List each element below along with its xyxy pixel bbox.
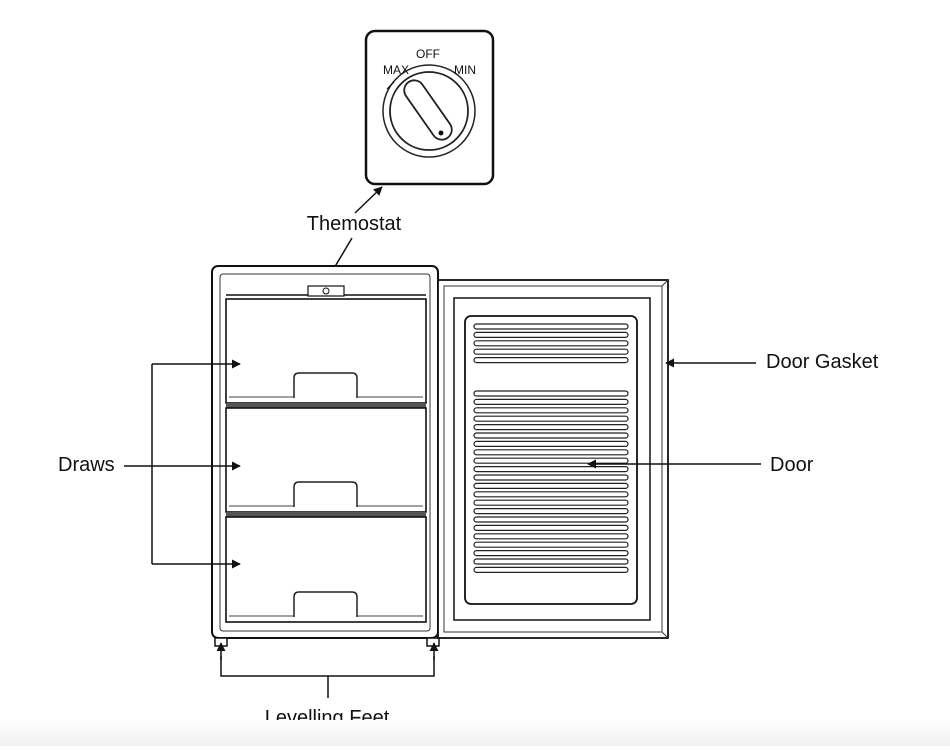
thermostat-knob bbox=[403, 79, 453, 141]
callout-thermostat: Themostat bbox=[307, 213, 402, 235]
drawer bbox=[225, 298, 427, 408]
vent-slat bbox=[473, 558, 629, 565]
vent-slat bbox=[473, 524, 629, 532]
dial-label-max: MAX bbox=[383, 63, 409, 77]
door-gasket-corners bbox=[661, 279, 669, 639]
drawer-shelf-rail bbox=[226, 403, 426, 408]
vent-slat bbox=[473, 331, 629, 338]
vent-slat bbox=[473, 424, 629, 431]
vent-slat bbox=[473, 533, 629, 540]
vent-slat bbox=[473, 491, 629, 498]
levelling-foot-right bbox=[426, 637, 440, 647]
drawer-shelf-rail bbox=[226, 512, 426, 517]
freezer-door bbox=[437, 279, 669, 639]
vent-slat bbox=[473, 449, 629, 456]
vent-slat bbox=[473, 407, 629, 414]
drawer-handle bbox=[293, 481, 358, 507]
vent-slat bbox=[473, 340, 629, 347]
drawer-handle bbox=[293, 591, 358, 617]
vent-slat bbox=[473, 440, 629, 447]
vent-slat bbox=[473, 357, 629, 364]
vent-slat bbox=[473, 482, 629, 489]
vent-slat bbox=[473, 415, 629, 422]
vent-slat bbox=[473, 499, 629, 506]
vent-slat bbox=[473, 508, 629, 515]
drawer bbox=[225, 516, 427, 623]
drawer bbox=[225, 407, 427, 517]
arrow-to-thermostat-panel bbox=[354, 186, 383, 214]
vent-slat bbox=[473, 390, 629, 397]
page-bottom-shade bbox=[0, 720, 950, 746]
thermostat-control-knob-icon bbox=[322, 287, 330, 295]
door-vent-slats bbox=[473, 323, 629, 574]
thermostat-knob-indicator bbox=[438, 130, 444, 136]
vent-slat bbox=[473, 466, 629, 473]
callout-door-gasket: Door Gasket bbox=[766, 351, 879, 373]
vent-slat bbox=[473, 474, 629, 481]
vent-slat bbox=[473, 541, 629, 548]
feet-bracket bbox=[220, 656, 435, 677]
door-gasket-outline bbox=[443, 285, 663, 633]
dial-label-min: MIN bbox=[454, 63, 476, 77]
callout-door: Door bbox=[770, 454, 814, 476]
vent-slat bbox=[473, 549, 629, 557]
vent-slat bbox=[473, 566, 629, 574]
vent-slat bbox=[473, 432, 629, 439]
vent-slat bbox=[473, 398, 629, 405]
drawer-handle bbox=[293, 372, 358, 398]
freezer-cabinet bbox=[211, 265, 440, 647]
thermostat-panel: OFF MAX MIN bbox=[364, 29, 495, 186]
dial-label-off: OFF bbox=[416, 47, 440, 61]
vent-slat bbox=[473, 516, 629, 523]
vent-slat bbox=[473, 348, 629, 355]
vent-slat bbox=[473, 457, 629, 464]
vent-slat bbox=[473, 323, 629, 330]
max-tick bbox=[386, 81, 395, 90]
callout-drawers: Draws bbox=[58, 454, 115, 476]
